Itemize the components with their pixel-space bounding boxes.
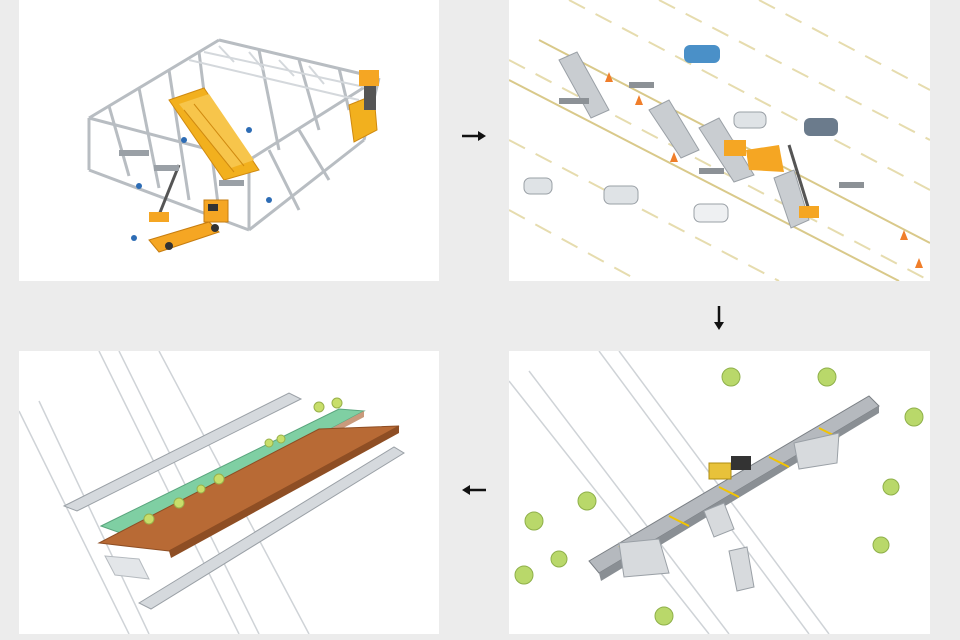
- deck-trees: [143, 397, 343, 525]
- workers: [131, 127, 272, 241]
- crane-truck-right: [359, 70, 379, 110]
- arrow-down-icon: [711, 304, 727, 332]
- stage-4-illustration: [19, 351, 405, 634]
- stage-4-panel: [19, 351, 439, 634]
- flatbed-truck: [148, 199, 229, 253]
- bridge-segments: [558, 51, 810, 229]
- road-lines: [509, 0, 930, 281]
- trees: [514, 367, 924, 626]
- abutment: [104, 555, 150, 580]
- side-beam-bottom: [137, 446, 405, 610]
- stage-1-panel: [19, 0, 439, 281]
- rail-tracks: [509, 351, 830, 634]
- cars: [523, 45, 838, 223]
- side-beam-top: [62, 392, 303, 512]
- barrier-fences: [559, 82, 864, 188]
- mobile-crane: [149, 164, 181, 222]
- stage-2-panel: [509, 0, 930, 281]
- truss-top-web: [188, 45, 370, 101]
- timber-segment: [168, 87, 260, 181]
- deck-segments: [618, 432, 840, 592]
- stage-2-illustration: [509, 0, 930, 281]
- stage-3-panel: [509, 351, 930, 634]
- arrow-left-icon: [460, 482, 488, 498]
- stage-3-illustration: [509, 351, 924, 634]
- timber-substructure: [97, 425, 400, 558]
- crane-truck: [724, 140, 819, 218]
- traffic-cones: [605, 72, 923, 268]
- stage-1-illustration: [87, 38, 381, 253]
- barrier-fences: [119, 150, 244, 186]
- arrow-right-icon: [460, 128, 488, 144]
